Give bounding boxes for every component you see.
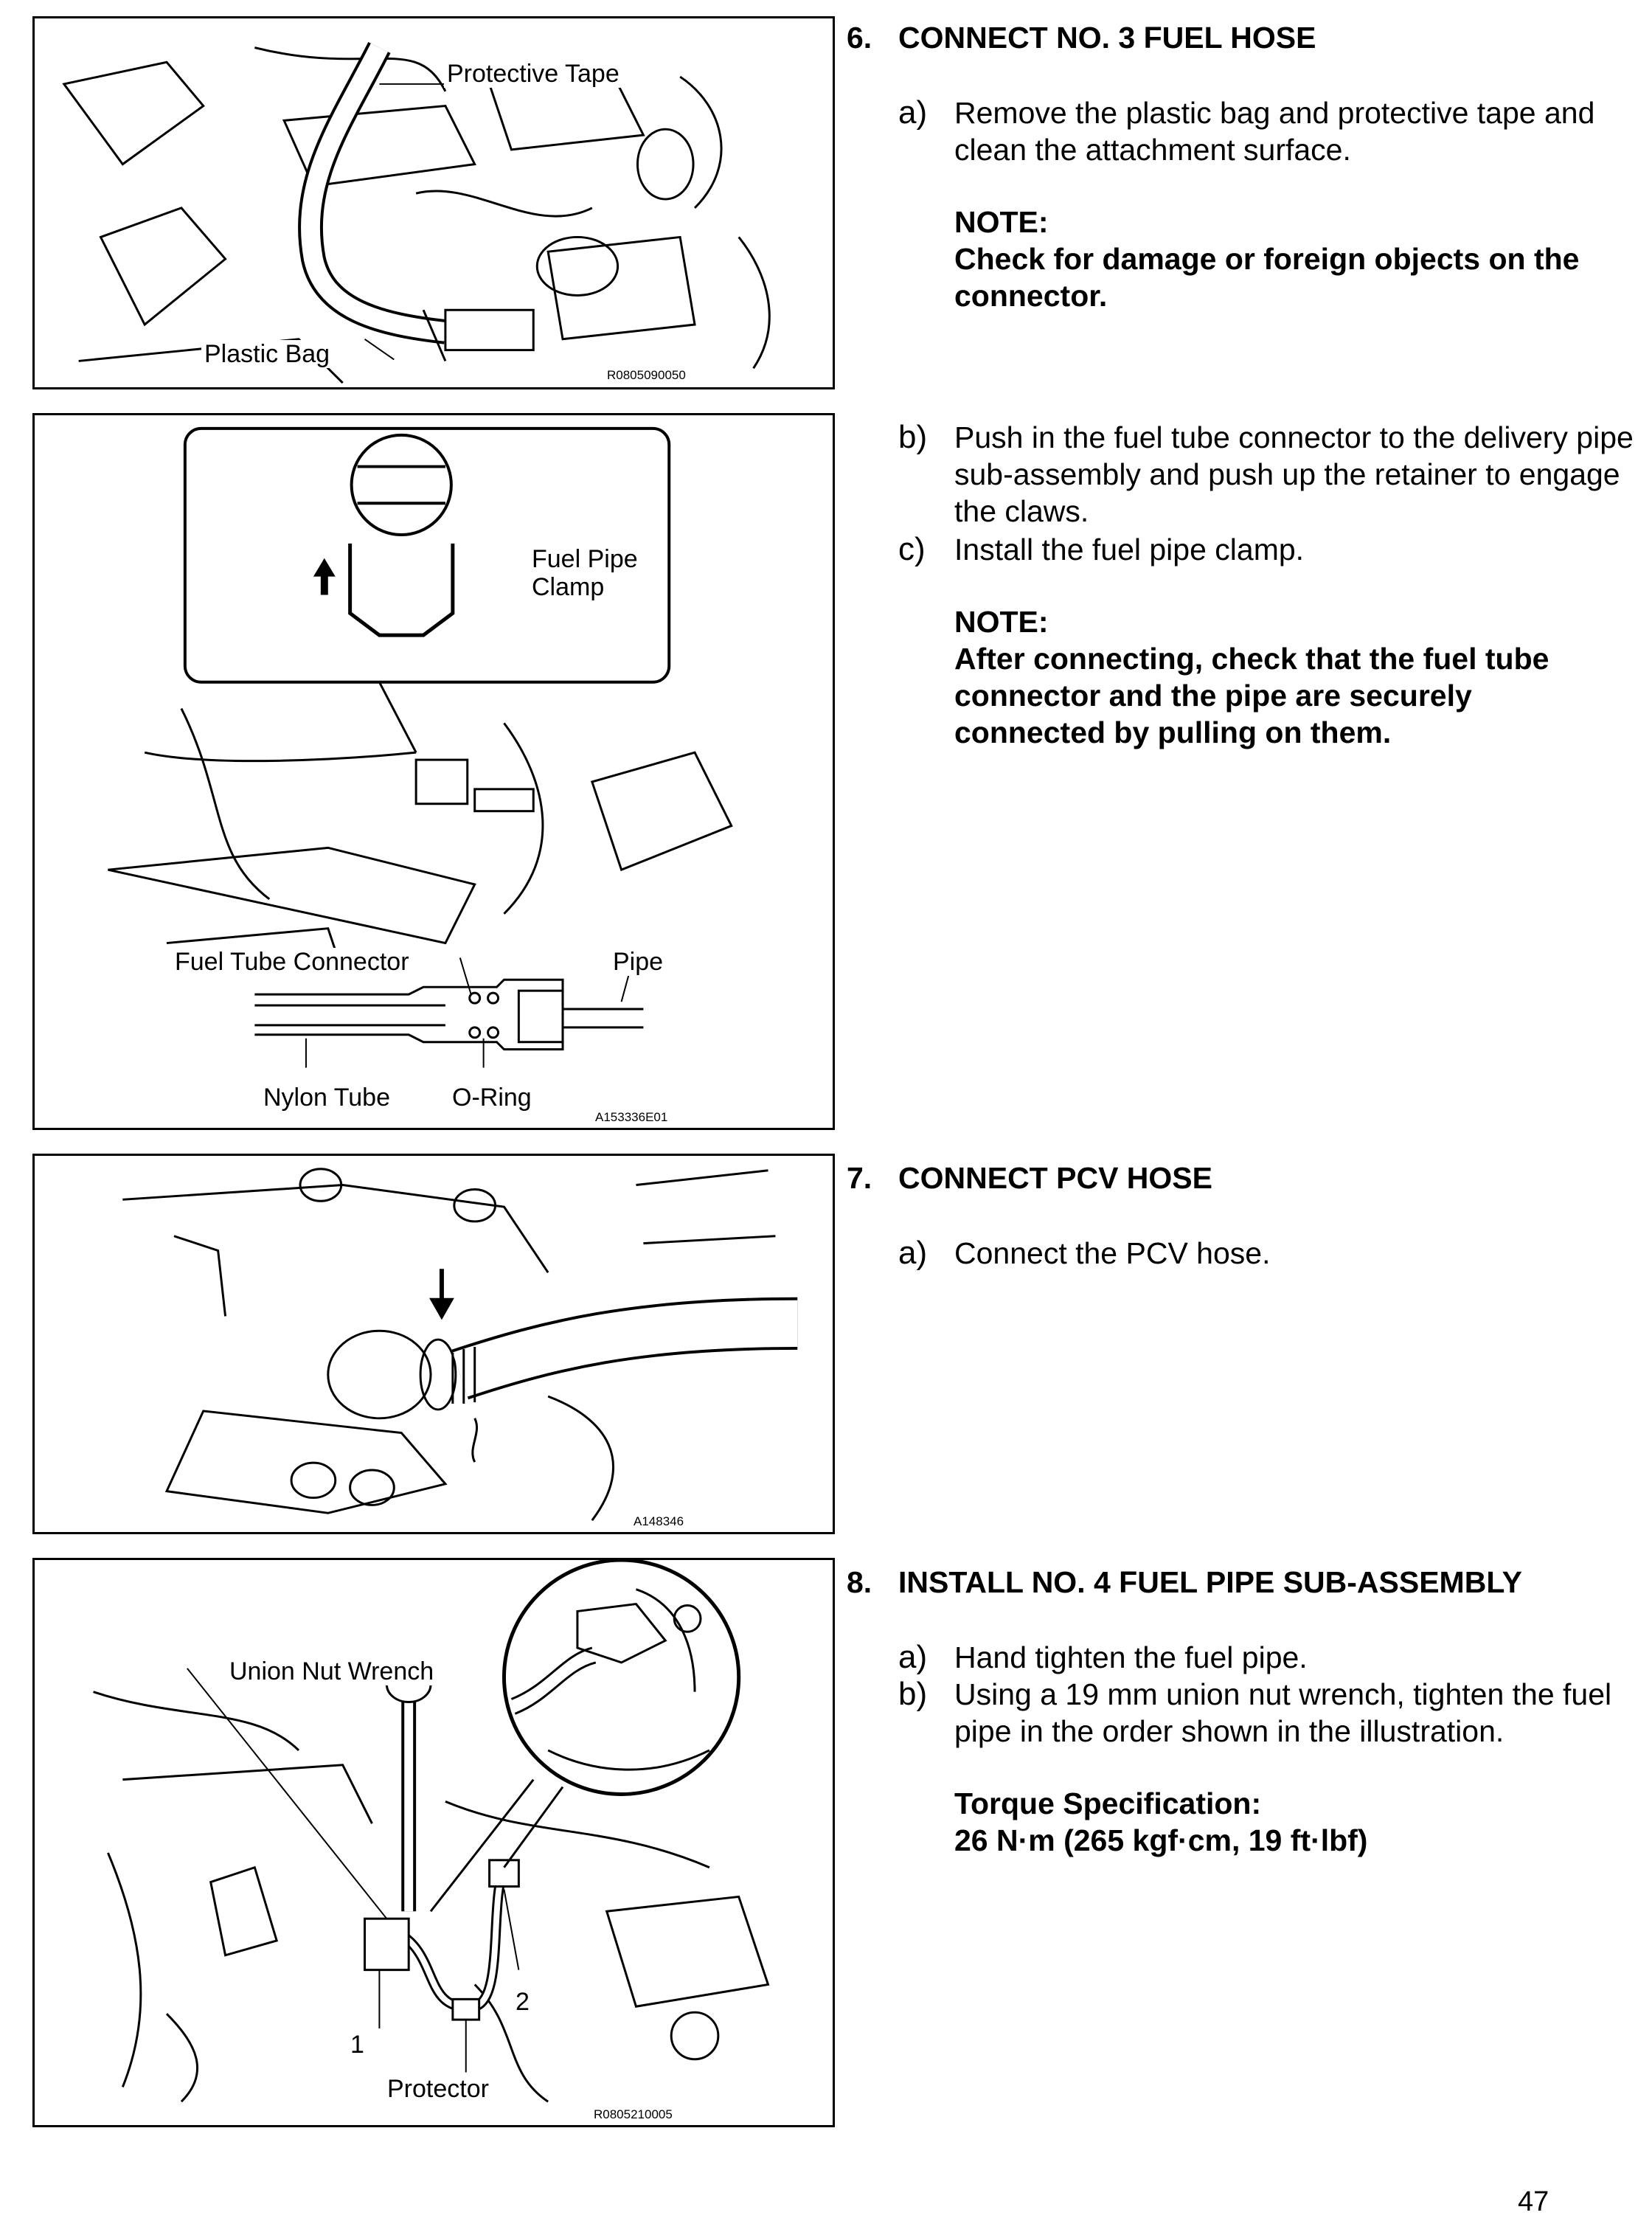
callout-union-nut-wrench: Union Nut Wrench: [226, 1657, 437, 1686]
substep-text: Connect the PCV hose.: [954, 1236, 1271, 1270]
substep-text: Install the fuel pipe clamp.: [954, 533, 1305, 566]
figure-id: A153336E01: [595, 1110, 668, 1124]
substep-text: Remove the plastic bag and protective ta…: [954, 96, 1595, 167]
note-text: Check for damage or foreign objects on t…: [954, 242, 1580, 313]
figure-pcv-hose: A148346: [32, 1154, 835, 1534]
step-number: 7.: [847, 1161, 872, 1195]
fuel-pipe-illustration: [93, 1560, 770, 2103]
callout-protector: Protector: [384, 2075, 492, 2104]
fuel-tube-connector-illustration: [108, 426, 733, 1068]
step-8b: b) Using a 19 mm union nut wrench, tight…: [898, 1676, 1636, 1750]
step-title: CONNECT NO. 3 FUEL HOSE: [898, 21, 1316, 55]
step-6-note-2: NOTE: After connecting, check that the f…: [954, 603, 1618, 751]
figure-id: R0805090050: [607, 368, 686, 382]
page-number: 47: [1518, 2186, 1549, 2217]
step-6-heading: 6. CONNECT NO. 3 FUEL HOSE: [847, 21, 1316, 55]
step-6c: c) Install the fuel pipe clamp.: [898, 531, 1636, 568]
step-8-heading: 8. INSTALL NO. 4 FUEL PIPE SUB-ASSEMBLY: [847, 1565, 1522, 1600]
callout-nylon-tube: Nylon Tube: [260, 1084, 393, 1112]
substep-letter: a): [898, 94, 928, 131]
pcv-hose-illustration: [122, 1168, 798, 1522]
callout-fuel-pipe: Fuel Pipe: [532, 545, 638, 573]
step-7-heading: 7. CONNECT PCV HOSE: [847, 1161, 1212, 1196]
callout-number-2: 2: [513, 1988, 532, 2017]
note-label: NOTE:: [954, 205, 1049, 239]
figure-fuel-pipe-sub-assembly: Union Nut Wrench 1 2 Protector R08052100…: [32, 1558, 835, 2127]
note-text: After connecting, check that the fuel tu…: [954, 642, 1549, 749]
torque-specification: Torque Specification: 26 N·m (265 kgf·cm…: [954, 1785, 1618, 1859]
figure-fuel-tube-connector: Fuel Pipe Clamp Fuel Tube Connector Pipe…: [32, 413, 835, 1130]
step-6a: a) Remove the plastic bag and protective…: [898, 94, 1636, 168]
torque-label: Torque Specification:: [954, 1786, 1262, 1820]
step-number: 8.: [847, 1565, 872, 1599]
substep-letter: b): [898, 419, 928, 455]
figure-id: A148346: [634, 1514, 684, 1528]
figure-id: R0805210005: [594, 2107, 673, 2121]
step-title: CONNECT PCV HOSE: [898, 1161, 1212, 1195]
note-label: NOTE:: [954, 605, 1049, 639]
callout-o-ring: O-Ring: [449, 1084, 535, 1112]
substep-letter: c): [898, 531, 926, 567]
substep-letter: b): [898, 1676, 928, 1712]
substep-text: Push in the fuel tube connector to the d…: [954, 420, 1634, 528]
engine-hose-illustration: [62, 42, 771, 384]
figure-protective-tape: Protective Tape Plastic Bag R0805090050: [32, 16, 835, 389]
step-number: 6.: [847, 21, 872, 55]
callout-pipe: Pipe: [610, 948, 667, 977]
step-8a: a) Hand tighten the fuel pipe.: [898, 1639, 1636, 1676]
step-6b: b) Push in the fuel tube connector to th…: [898, 419, 1636, 530]
callout-number-1: 1: [347, 2031, 367, 2059]
callout-clamp: Clamp: [532, 573, 605, 601]
torque-value: 26 N·m (265 kgf·cm, 19 ft·lbf): [954, 1823, 1368, 1857]
substep-text: Hand tighten the fuel pipe.: [954, 1640, 1308, 1674]
step-6-note-1: NOTE: Check for damage or foreign object…: [954, 204, 1618, 314]
substep-letter: a): [898, 1235, 928, 1271]
callout-protective-tape: Protective Tape: [444, 60, 622, 89]
substep-text: Using a 19 mm union nut wrench, tighten …: [954, 1677, 1612, 1748]
callout-fuel-tube-connector: Fuel Tube Connector: [172, 948, 412, 977]
substep-letter: a): [898, 1639, 928, 1675]
step-title: INSTALL NO. 4 FUEL PIPE SUB-ASSEMBLY: [898, 1565, 1522, 1599]
callout-plastic-bag: Plastic Bag: [201, 340, 333, 369]
step-7a: a) Connect the PCV hose.: [898, 1235, 1636, 1272]
